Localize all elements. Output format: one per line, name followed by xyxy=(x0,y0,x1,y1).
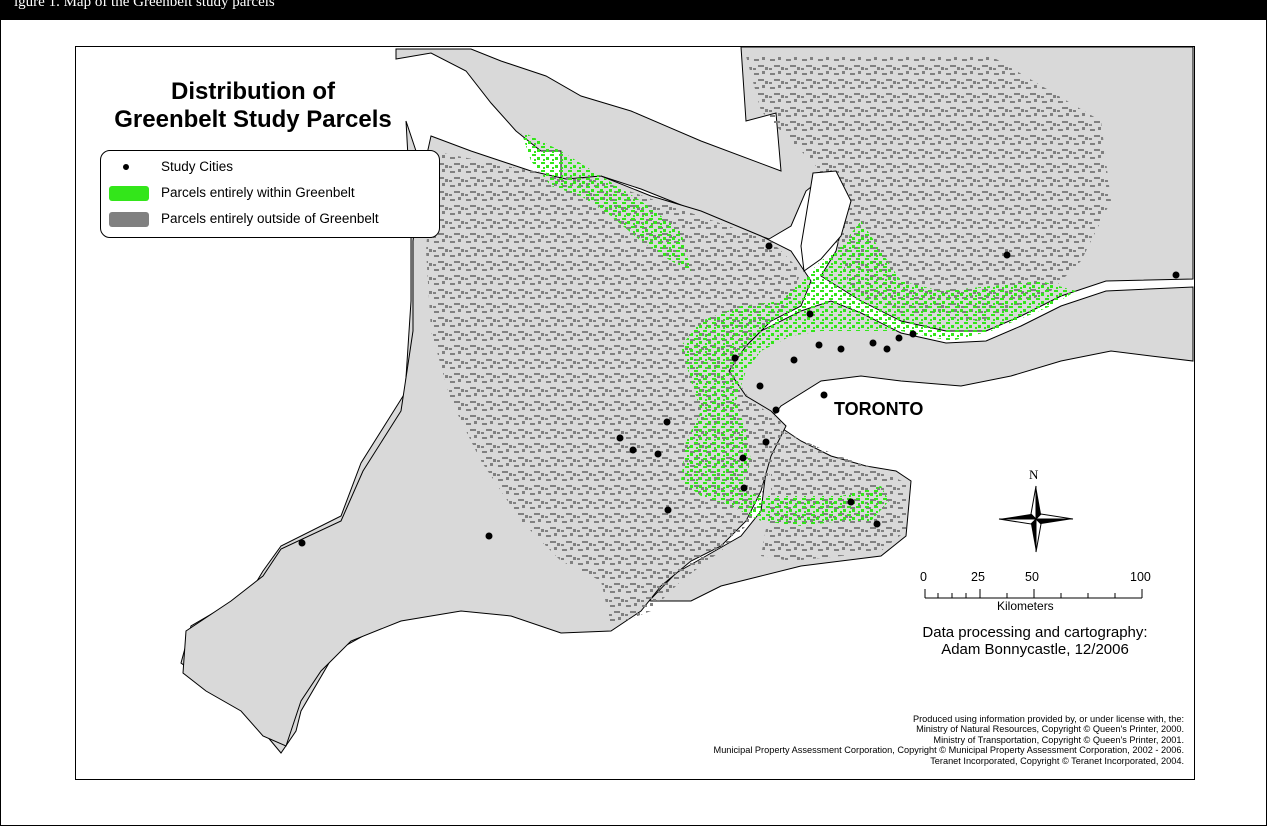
city-dot xyxy=(664,506,672,514)
scale-tick-0: 0 xyxy=(920,570,927,584)
city-dot xyxy=(837,345,845,353)
legend-item-outside-greenbelt: Parcels entirely outside of Greenbelt xyxy=(101,208,439,230)
map-canvas xyxy=(180,47,1194,754)
legend-label: Study Cities xyxy=(161,159,234,174)
scale-tick-100: 100 xyxy=(1130,570,1151,584)
city-dot xyxy=(820,391,828,399)
scale-unit: Kilometers xyxy=(997,599,1054,613)
inland-lake xyxy=(800,170,852,272)
north-label: N xyxy=(1029,467,1039,482)
north-arrow-icon xyxy=(998,485,1074,553)
city-dot xyxy=(806,310,814,318)
city-dot xyxy=(740,484,748,492)
green-swatch-icon xyxy=(109,186,149,201)
source-line: Teranet Incorporated, Copyright © Terane… xyxy=(930,755,1184,766)
city-dot xyxy=(909,330,917,338)
gray-swatch-icon xyxy=(109,212,149,227)
scale-tick-50: 50 xyxy=(1025,570,1039,584)
source-line: Ministry of Transportation, Copyright © … xyxy=(933,734,1184,745)
city-dot xyxy=(485,532,493,540)
source-line: Ministry of Natural Resources, Copyright… xyxy=(916,724,1184,735)
city-dot xyxy=(1172,271,1180,279)
cartography-credit: Data processing and cartography: Adam Bo… xyxy=(880,624,1190,658)
city-dot-icon xyxy=(123,164,129,170)
data-sources: Produced using information provided by, … xyxy=(500,714,1184,766)
study-cities xyxy=(298,242,1180,547)
city-dot xyxy=(895,334,903,342)
scale-bar xyxy=(924,589,1143,599)
legend-item-study-cities: Study Cities xyxy=(101,156,439,178)
city-dot xyxy=(616,434,624,442)
legend-label: Parcels entirely within Greenbelt xyxy=(161,185,355,200)
credit-line2: Adam Bonnycastle, 12/2006 xyxy=(941,641,1129,658)
scale-tick-25: 25 xyxy=(971,570,985,584)
city-dot xyxy=(790,356,798,364)
parcels-within-greenbelt xyxy=(521,131,1076,526)
credit-line1: Data processing and cartography: xyxy=(922,624,1148,641)
caption-bar: igure 1. Map of the Greenbelt study parc… xyxy=(0,0,1267,20)
map-title: Distribution of Greenbelt Study Parcels xyxy=(88,78,418,134)
city-dot xyxy=(1003,251,1011,259)
city-dot xyxy=(654,450,662,458)
city-dot xyxy=(739,454,747,462)
source-line: Municipal Property Assessment Corporatio… xyxy=(713,745,1184,756)
caption-text: igure 1. Map of the Greenbelt study parc… xyxy=(14,0,275,10)
map-title-line2: Greenbelt Study Parcels xyxy=(114,106,392,133)
city-dot xyxy=(762,438,770,446)
city-dot xyxy=(731,354,739,362)
city-dot xyxy=(663,418,671,426)
city-dot xyxy=(869,339,877,347)
city-dot xyxy=(756,382,764,390)
city-dot xyxy=(298,539,306,547)
map-title-line1: Distribution of xyxy=(171,78,335,105)
city-dot xyxy=(772,406,780,414)
city-dot xyxy=(765,242,773,250)
city-dot xyxy=(873,520,881,528)
legend: Study Cities Parcels entirely within Gre… xyxy=(100,150,440,238)
source-line: Produced using information provided by, … xyxy=(912,714,1184,724)
city-dot xyxy=(847,498,855,506)
legend-item-within-greenbelt: Parcels entirely within Greenbelt xyxy=(101,182,439,204)
legend-label: Parcels entirely outside of Greenbelt xyxy=(161,211,379,226)
city-dot xyxy=(629,446,637,454)
city-dot xyxy=(815,341,823,349)
city-dot xyxy=(883,345,891,353)
toronto-label: TORONTO xyxy=(834,399,924,419)
